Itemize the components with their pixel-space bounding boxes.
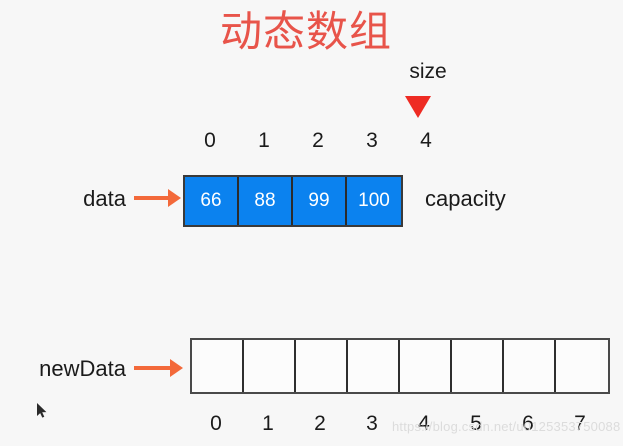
index-label: 3 [366,412,378,435]
index-label: 2 [312,129,324,152]
arrow-shaft [134,196,170,200]
array-cell [244,340,296,392]
size-pointer-triangle-icon [405,96,431,118]
data-pointer-label: data [83,186,126,211]
newdata-array [190,338,610,394]
newdata-pointer-label: newData [39,356,126,381]
index-label: 2 [314,412,326,435]
data-array-index-row: 0 1 2 3 4 [183,128,453,154]
array-cell: 99 [293,177,347,225]
array-cell: 100 [347,177,401,225]
array-cell [504,340,556,392]
index-label: 6 [522,412,534,435]
arrow-head [170,359,183,377]
array-cell [348,340,400,392]
index-label: 0 [210,412,222,435]
array-cell [192,340,244,392]
array-cell [556,340,608,392]
array-cell [400,340,452,392]
watermark-text: https://blog.csdn.net/u0125353750088 [392,419,621,434]
index-label: 7 [574,412,586,435]
page-title: 动态数组 [219,7,392,56]
index-label: 1 [258,129,270,152]
newdata-array-index-row: 0 1 2 3 4 5 6 7 [190,411,606,437]
index-label: 5 [470,412,482,435]
index-label: 0 [204,129,216,152]
array-cell [452,340,504,392]
size-label: size [409,60,447,83]
index-label: 4 [418,412,430,435]
index-label: 1 [262,412,274,435]
mouse-cursor-icon [37,403,47,418]
array-cell: 66 [185,177,239,225]
data-array: 66 88 99 100 [183,175,403,227]
capacity-label: capacity [425,186,506,211]
index-label: 3 [366,129,378,152]
arrow-head [168,189,181,207]
index-label: 4 [420,129,432,152]
array-cell [296,340,348,392]
array-cell: 88 [239,177,293,225]
arrow-shaft [134,366,172,370]
